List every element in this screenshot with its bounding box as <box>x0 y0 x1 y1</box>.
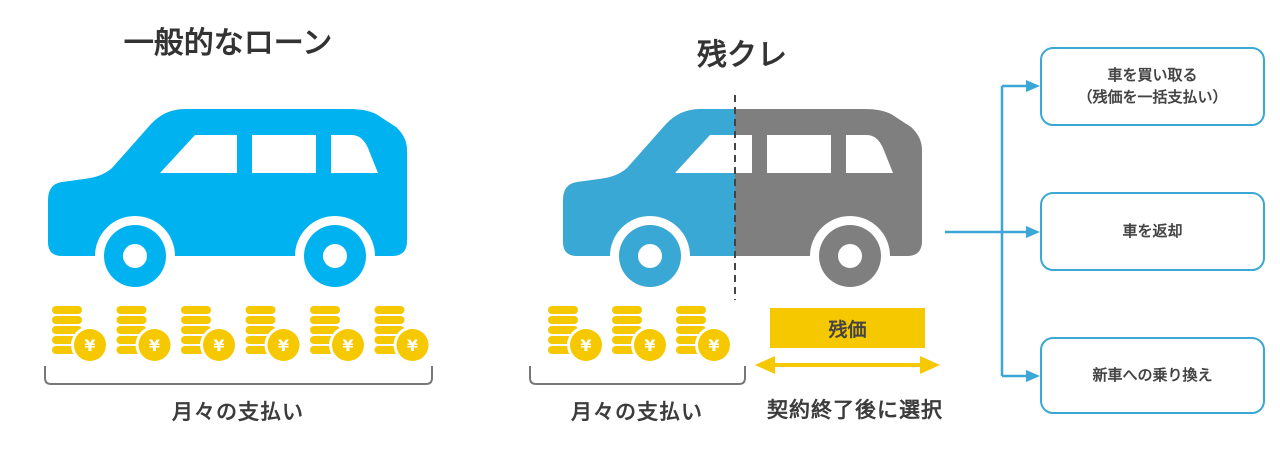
option-new-car-label: 新車への乗り換え <box>1092 365 1213 384</box>
zankure-title: 残クレ <box>697 38 787 73</box>
double-arrow <box>755 356 940 374</box>
coin-stack-icon: ¥ <box>548 306 605 364</box>
option-buyout-line1: 車を買い取る <box>1107 65 1198 84</box>
bracket-right <box>529 366 746 385</box>
yen-symbol: ¥ <box>149 336 160 355</box>
yen-symbol: ¥ <box>278 336 289 355</box>
loan-title: 一般的なローン <box>123 26 333 61</box>
yen-symbol: ¥ <box>213 336 224 355</box>
arrowheads <box>1026 80 1040 382</box>
yen-symbol: ¥ <box>407 336 418 355</box>
yen-symbol: ¥ <box>342 336 353 355</box>
split-car-residual-part <box>563 95 922 300</box>
connector-lines <box>945 84 1030 378</box>
coin-stack-icon: ¥ <box>181 306 238 364</box>
monthly-payment-label-right: 月々の支払い <box>571 400 703 424</box>
option-buyout: 車を買い取る （残価を一括支払い） <box>1040 47 1265 126</box>
yen-symbol: ¥ <box>708 336 719 355</box>
yen-symbol: ¥ <box>644 336 655 355</box>
coin-stack-icon: ¥ <box>52 306 109 364</box>
option-return: 車を返却 <box>1040 192 1265 271</box>
choice-label: 契約終了後に選択 <box>767 398 943 422</box>
coin-stack-icon: ¥ <box>676 306 733 364</box>
coin-stack-icon: ¥ <box>116 306 174 364</box>
yen-symbol: ¥ <box>580 336 591 355</box>
coin-stack-icon: ¥ <box>374 306 432 364</box>
coin-stack-icon: ¥ <box>310 306 367 364</box>
coin-stack-icon: ¥ <box>612 306 669 364</box>
coins-right: ¥ ¥ ¥ <box>548 306 733 364</box>
yen-symbol: ¥ <box>84 336 95 355</box>
coins-left: ¥ ¥ ¥ ¥ ¥ ¥ <box>52 306 432 364</box>
residual-value-bar: 残価 <box>770 308 925 348</box>
monthly-payment-label-left: 月々の支払い <box>172 400 304 424</box>
option-new-car: 新車への乗り換え <box>1040 337 1265 414</box>
car-icon <box>48 109 407 296</box>
coin-stack-icon: ¥ <box>245 306 303 364</box>
bracket-left <box>44 366 433 385</box>
residual-value-label: 残価 <box>828 318 867 341</box>
option-return-label: 車を返却 <box>1122 221 1183 240</box>
option-buyout-line2: （残価を一括支払い） <box>1077 87 1228 106</box>
